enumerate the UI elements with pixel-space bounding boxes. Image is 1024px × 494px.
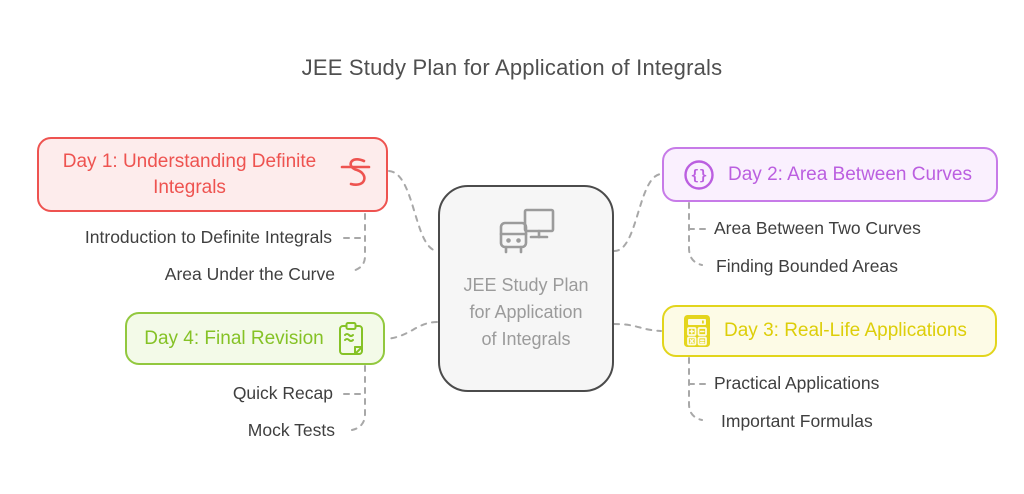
- integral-icon: [338, 153, 372, 197]
- subtopic-area-under-curve[interactable]: Area Under the Curve: [164, 264, 335, 284]
- clipboard-icon: [336, 321, 366, 357]
- svg-text:{}: {}: [691, 168, 708, 184]
- central-node[interactable]: JEE Study Plan for Application of Integr…: [438, 185, 614, 392]
- computer-workstation-icon: [495, 207, 557, 264]
- curly-braces-circle-icon: {}: [682, 158, 716, 192]
- branch-day4-label: Day 4: Final Revision: [144, 327, 324, 349]
- connector-center-to-day4: [385, 321, 438, 340]
- branch-day4[interactable]: Day 4: Final Revision: [125, 312, 385, 365]
- connector-center-to-day3: [613, 323, 662, 332]
- subtopic-practical-applications[interactable]: Practical Applications: [714, 373, 880, 393]
- branch-day3-label: Day 3: Real-Life Applications: [724, 320, 967, 342]
- connector-center-to-day2: [613, 173, 662, 253]
- calculator-icon: [682, 314, 712, 348]
- branch-day2[interactable]: {} Day 2: Area Between Curves: [662, 147, 998, 202]
- branch-day1[interactable]: Day 1: Understanding Definite Integrals: [37, 137, 388, 212]
- connector-day3-subtree: [688, 357, 703, 421]
- branch-day3[interactable]: Day 3: Real-Life Applications: [662, 305, 997, 357]
- subtopic-important-formulas[interactable]: Important Formulas: [721, 411, 873, 431]
- subtopic-mock-tests[interactable]: Mock Tests: [247, 420, 335, 440]
- connector-day1-to-center: [388, 170, 438, 252]
- branch-day1-label: Day 1: Understanding Definite Integrals: [62, 151, 317, 198]
- central-node-label: JEE Study Plan for Application of Integr…: [463, 275, 589, 349]
- subtopic-area-between-two-curves[interactable]: Area Between Two Curves: [714, 218, 921, 238]
- connector-day2-subtree: [688, 202, 703, 266]
- page-title: JEE Study Plan for Application of Integr…: [301, 55, 723, 80]
- connector-day1-subtree: [351, 213, 366, 272]
- subtopic-intro-definite-integrals[interactable]: Introduction to Definite Integrals: [84, 227, 332, 247]
- subtopic-finding-bounded-areas[interactable]: Finding Bounded Areas: [716, 256, 898, 276]
- branch-day2-label: Day 2: Area Between Curves: [728, 163, 972, 185]
- subtopic-quick-recap[interactable]: Quick Recap: [232, 383, 333, 403]
- connector-day4-subtree: [351, 365, 366, 431]
